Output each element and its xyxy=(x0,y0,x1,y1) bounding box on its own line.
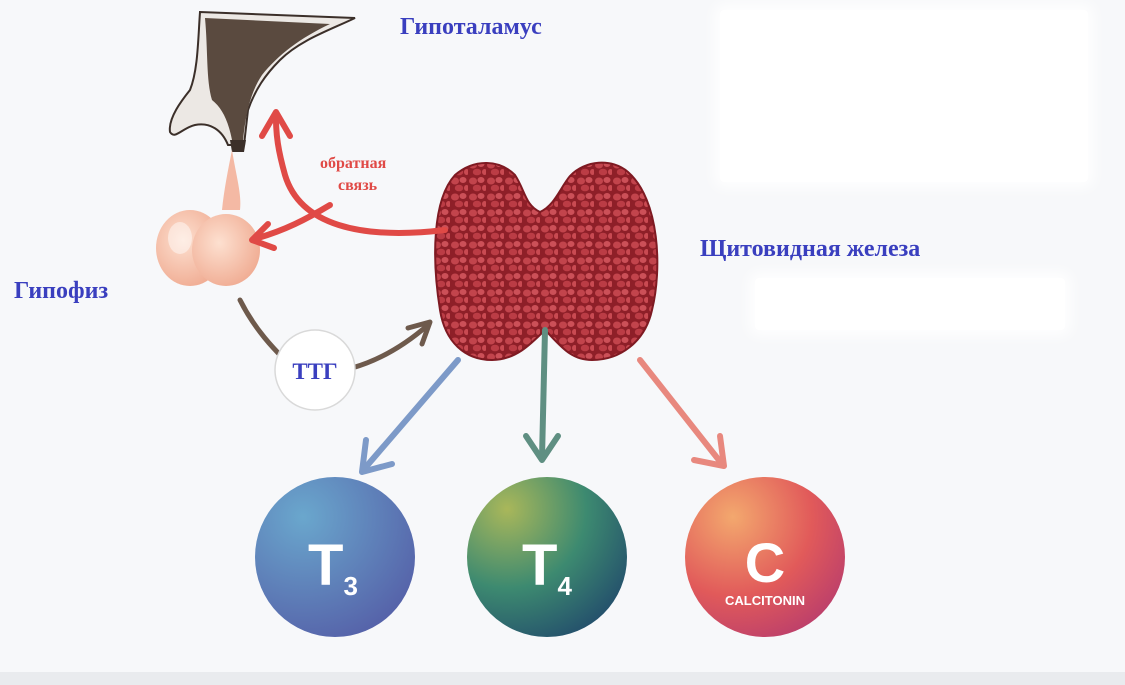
pituitary-illustration xyxy=(156,150,260,286)
t4-subscript: 4 xyxy=(557,571,572,601)
thyroid-label: Щитовидная железа xyxy=(700,236,920,262)
bottom-strip xyxy=(0,672,1125,685)
hormone-calcitonin: C CALCITONIN xyxy=(685,477,845,637)
t3-letter: T xyxy=(308,533,343,598)
feedback-label-line2: связь xyxy=(338,177,378,194)
calcitonin-letter: C xyxy=(745,531,785,594)
calcitonin-caption: CALCITONIN xyxy=(725,593,805,608)
tsh-label: ТТГ xyxy=(292,359,337,384)
hormone-t3: T3 xyxy=(255,477,415,637)
hypothalamus-label: Гипоталамус xyxy=(400,14,542,40)
hormone-t4: T4 xyxy=(467,477,627,637)
arrow-to-calcitonin xyxy=(640,360,724,466)
arrow-to-t3 xyxy=(362,360,458,472)
feedback-label-line1: обратная xyxy=(320,155,387,172)
t4-letter: T xyxy=(522,533,557,598)
pituitary-label: Гипофиз xyxy=(14,278,108,304)
arrow-to-t4 xyxy=(526,330,558,460)
t3-subscript: 3 xyxy=(343,571,357,601)
